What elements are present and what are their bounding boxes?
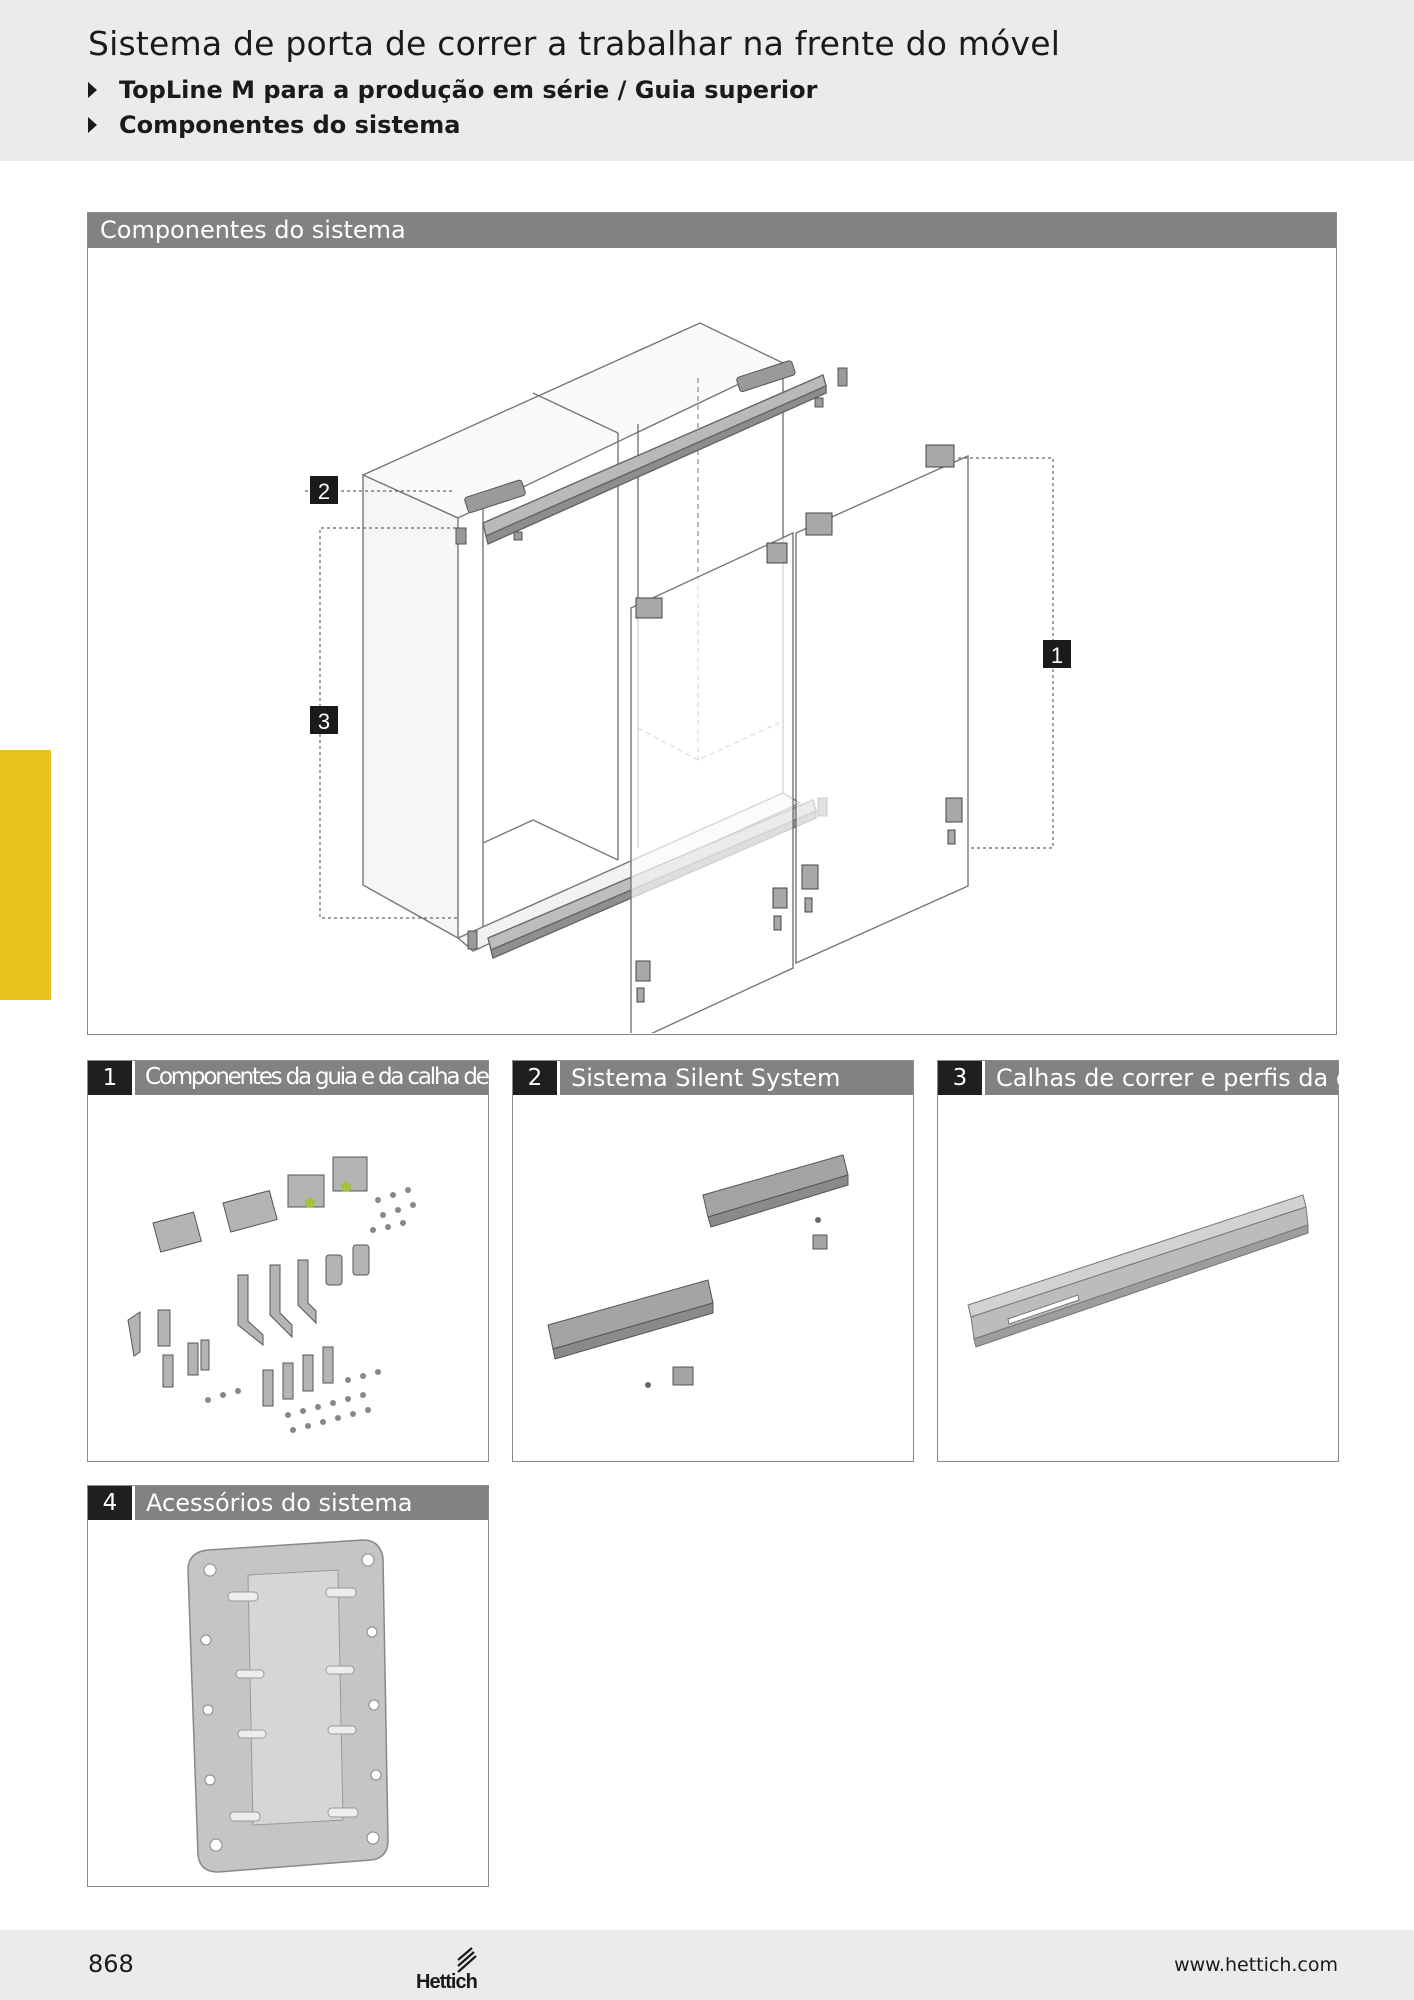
card-number: 1 — [88, 1061, 132, 1095]
callout-2: 2 — [310, 476, 338, 504]
card-title: Calhas de correr e perfis da guia — [996, 1064, 1388, 1092]
card-guide-track-components: 1 Componentes da guia e da calha de corr… — [87, 1060, 550, 1462]
callout-2-label: 2 — [318, 479, 330, 504]
card-title-bar: Sistema Silent System — [560, 1061, 913, 1095]
page-header: Sistema de porta de correr a trabalhar n… — [0, 0, 1414, 161]
system-components-panel: Componentes do sistema — [87, 212, 1337, 1035]
cabinet-exploded-illustration: 2 3 1 — [305, 322, 1071, 1033]
card-title-bar: Calhas de correr e perfis da guia — [985, 1061, 1388, 1095]
card-title-bar: Componentes da guia e da calha de correr — [135, 1061, 550, 1095]
card-number: 4 — [88, 1486, 132, 1520]
hardware-components-image — [127, 1156, 416, 1433]
subtitle-2-text: Componentes do sistema — [119, 111, 461, 139]
subtitle-1: TopLine M para a produção em série / Gui… — [88, 76, 817, 104]
card-title: Sistema Silent System — [571, 1064, 841, 1092]
mounting-plate-image — [187, 1539, 389, 1873]
brand-name: Hettich — [416, 1971, 477, 1992]
callout-1: 1 — [1043, 640, 1071, 668]
card-number: 2 — [513, 1061, 557, 1095]
page-footer: 868 Hettich www.hettich.com — [0, 1930, 1414, 2000]
callout-3-label: 3 — [318, 709, 330, 734]
card-tracks-guide-profiles: 3 Calhas de correr e perfis da guia — [937, 1060, 1388, 1462]
card-title: Acessórios do sistema — [146, 1489, 413, 1517]
card-number: 3 — [938, 1061, 982, 1095]
callout-3: 3 — [310, 706, 338, 734]
aluminium-profile-image — [967, 1194, 1309, 1348]
card-title-bar: Acessórios do sistema — [135, 1486, 488, 1520]
card-title: Componentes da guia e da calha de correr — [145, 1064, 550, 1090]
subtitle-1-text: TopLine M para a produção em série / Gui… — [119, 76, 818, 104]
silent-system-image — [547, 1154, 849, 1388]
subtitle-2: Componentes do sistema — [88, 111, 460, 139]
hettich-logo: Hettich — [416, 1947, 478, 1992]
page-title: Sistema de porta de correr a trabalhar n… — [88, 24, 1061, 63]
triangle-right-icon — [88, 117, 97, 133]
triangle-right-icon — [88, 82, 97, 98]
section-tab-marker — [0, 750, 51, 1000]
card-silent-system: 2 Sistema Silent System — [512, 1060, 914, 1462]
panel-title-bar: Componentes do sistema — [88, 213, 1336, 248]
card-system-accessories: 4 Acessórios do sistema — [87, 1485, 489, 1887]
website-url[interactable]: www.hettich.com — [1174, 1954, 1338, 1976]
callout-1-label: 1 — [1051, 643, 1063, 668]
panel-title: Componentes do sistema — [100, 216, 406, 244]
page-number: 868 — [88, 1950, 134, 1978]
